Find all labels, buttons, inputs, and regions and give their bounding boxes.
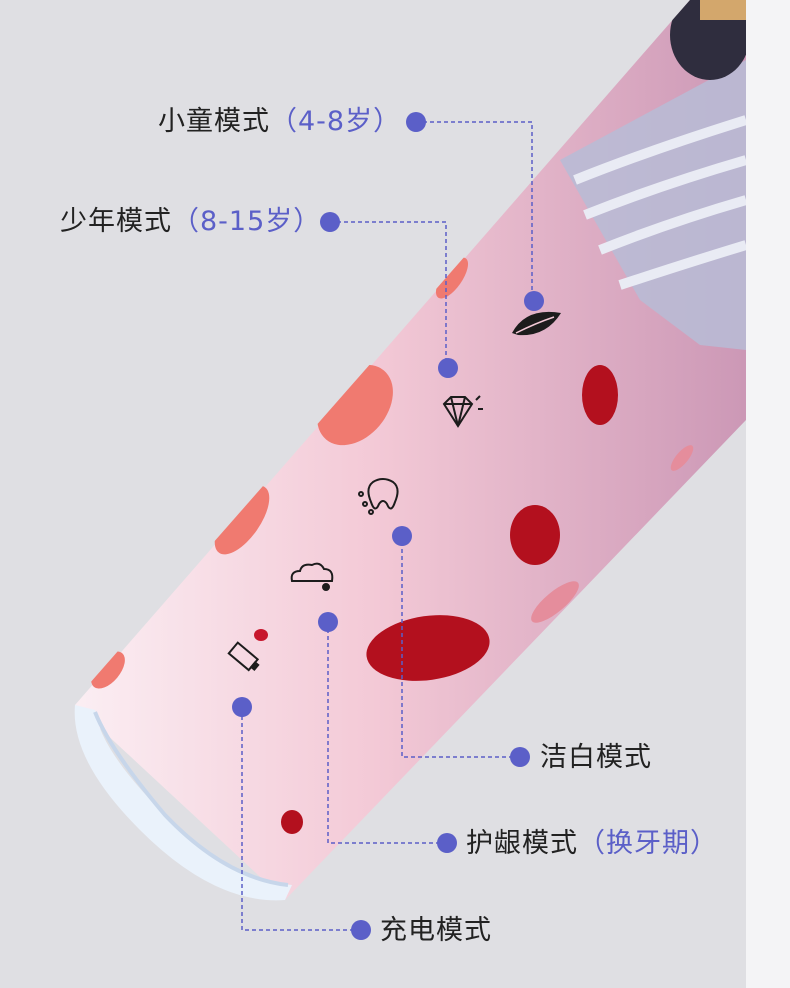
right-panel (746, 0, 790, 988)
dot (91, 651, 125, 689)
dot (670, 445, 694, 471)
label-teen-mode-main: 少年模式 (60, 206, 172, 237)
callout-dot-teen (320, 212, 340, 232)
label-gum-care-mode: 护龈模式（换牙期） (466, 830, 718, 857)
battery-icon (227, 641, 260, 672)
leaf-icon (512, 311, 561, 336)
callout-dot-kid-end (524, 291, 544, 311)
dot (366, 615, 490, 681)
tooth-sparkle-icon (358, 478, 399, 515)
dot (214, 485, 270, 555)
label-kid-mode: 小童模式（4-8岁） (158, 108, 401, 135)
label-gum-care-mode-main: 护龈模式 (466, 828, 578, 859)
cloud-icon (290, 562, 334, 591)
label-whitening-mode: 洁白模式 (540, 744, 652, 771)
dot (582, 365, 618, 425)
label-charging-mode: 充电模式 (380, 917, 492, 944)
callout-lines (241, 121, 533, 931)
callout-dot-whitening (510, 747, 530, 767)
callout-dots (232, 112, 544, 940)
callout-dot-charging-end (232, 697, 252, 717)
callout-dot-gum (437, 833, 457, 853)
callout-dot-kid (406, 112, 426, 132)
label-teen-mode-sub: （8-15岁） (172, 206, 322, 237)
callout-dot-charging (351, 920, 371, 940)
dot (435, 257, 469, 299)
dot (281, 810, 303, 834)
illustration-area (560, 0, 746, 350)
label-gum-care-mode-sub: （换牙期） (578, 828, 718, 859)
label-kid-mode-sub: （4-8岁） (270, 106, 402, 137)
label-charging-mode-main: 充电模式 (380, 915, 492, 946)
label-whitening-mode-main: 洁白模式 (540, 742, 652, 773)
callout-dot-whitening-end (392, 526, 412, 546)
callout-dot-teen-end (438, 358, 458, 378)
dot (531, 581, 579, 623)
dot (510, 505, 560, 565)
label-kid-mode-main: 小童模式 (158, 106, 270, 137)
dot (254, 629, 268, 641)
diamond-icon (442, 395, 483, 428)
callout-dot-gum-end (318, 612, 338, 632)
label-teen-mode: 少年模式（8-15岁） (60, 208, 321, 235)
end-cap (74, 705, 293, 901)
